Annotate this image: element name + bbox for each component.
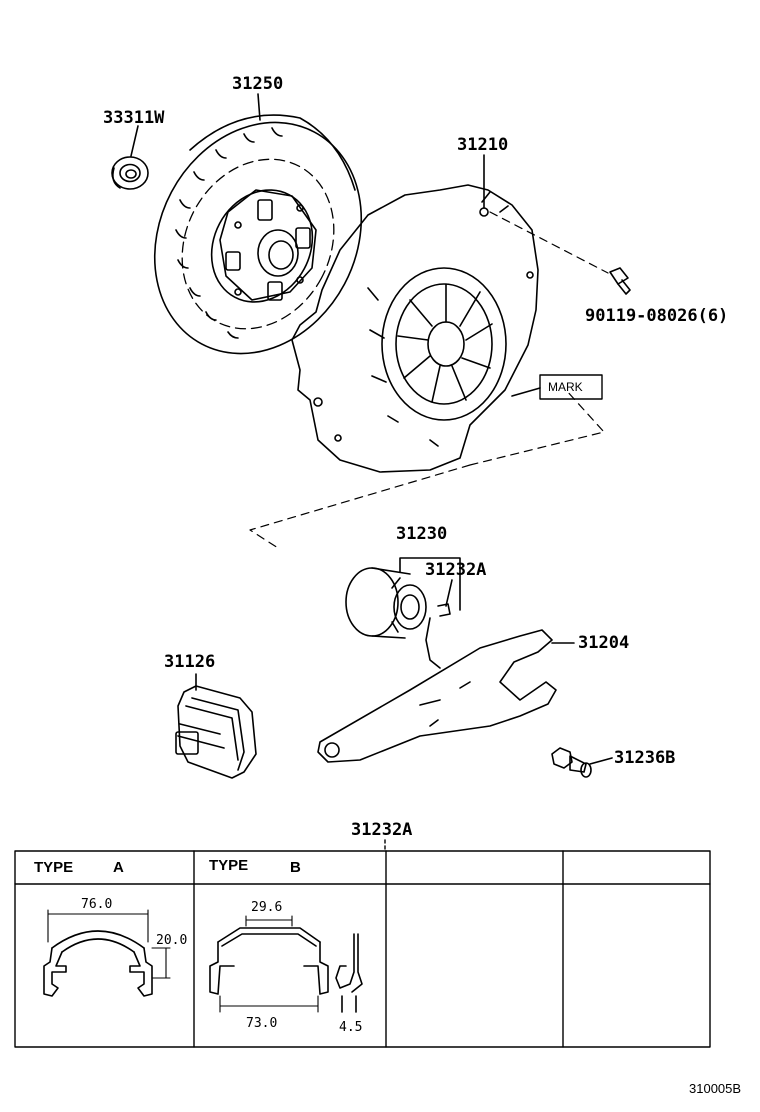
leader-mark xyxy=(511,387,541,397)
leader-31230 xyxy=(399,557,461,611)
release-bearing-drawing xyxy=(345,567,427,639)
mark-box xyxy=(539,374,603,400)
type-a-letter: A xyxy=(113,859,124,876)
type-a-height-dim: 20.0 xyxy=(156,933,188,948)
type-b-bottom-dim: 73.0 xyxy=(246,1016,278,1031)
type-a-width-dim: 76.0 xyxy=(81,897,113,912)
mark-label: MARK xyxy=(548,380,583,394)
part-label-31236b: 31236B xyxy=(614,748,676,768)
figure-number: 310005B xyxy=(689,1081,742,1096)
table-title: 31232A xyxy=(351,820,413,840)
pivot-drawing xyxy=(551,747,592,778)
part-label-31204: 31204 xyxy=(578,633,630,653)
bolt-drawing xyxy=(609,267,631,295)
part-label-31230: 31230 xyxy=(396,524,448,544)
type-b-top-dim: 29.6 xyxy=(251,900,283,915)
part-label-33311w: 33311W xyxy=(103,108,165,128)
pilot-bearing-drawing xyxy=(111,156,149,190)
leader-31232a xyxy=(445,579,453,607)
type-b-side-dim: 4.5 xyxy=(339,1020,363,1035)
type-b-letter: B xyxy=(290,859,301,876)
type-b-label: TYPE xyxy=(209,857,249,874)
leader-33311w xyxy=(130,125,139,157)
part-label-31126: 31126 xyxy=(164,652,216,672)
part-label-31250: 31250 xyxy=(232,74,284,94)
type-a-clip-drawing xyxy=(43,909,171,997)
clip-drawing xyxy=(425,603,451,669)
assembly-dashed-line xyxy=(249,389,605,549)
bolt-alignment-dashed xyxy=(489,211,609,274)
release-fork-drawing xyxy=(317,629,557,763)
part-label-90119: 90119-08026(6) xyxy=(585,306,729,326)
type-a-label: TYPE xyxy=(34,859,74,876)
leader-31236b xyxy=(589,757,613,765)
boot-drawing xyxy=(175,685,257,779)
type-table xyxy=(14,839,711,1048)
clutch-disc-drawing xyxy=(153,114,363,355)
part-label-31210: 31210 xyxy=(457,135,509,155)
clutch-cover-drawing xyxy=(291,184,539,473)
part-label-31232a: 31232A xyxy=(425,560,487,580)
leader-31250 xyxy=(257,93,261,121)
type-b-clip-drawing xyxy=(209,915,363,1013)
